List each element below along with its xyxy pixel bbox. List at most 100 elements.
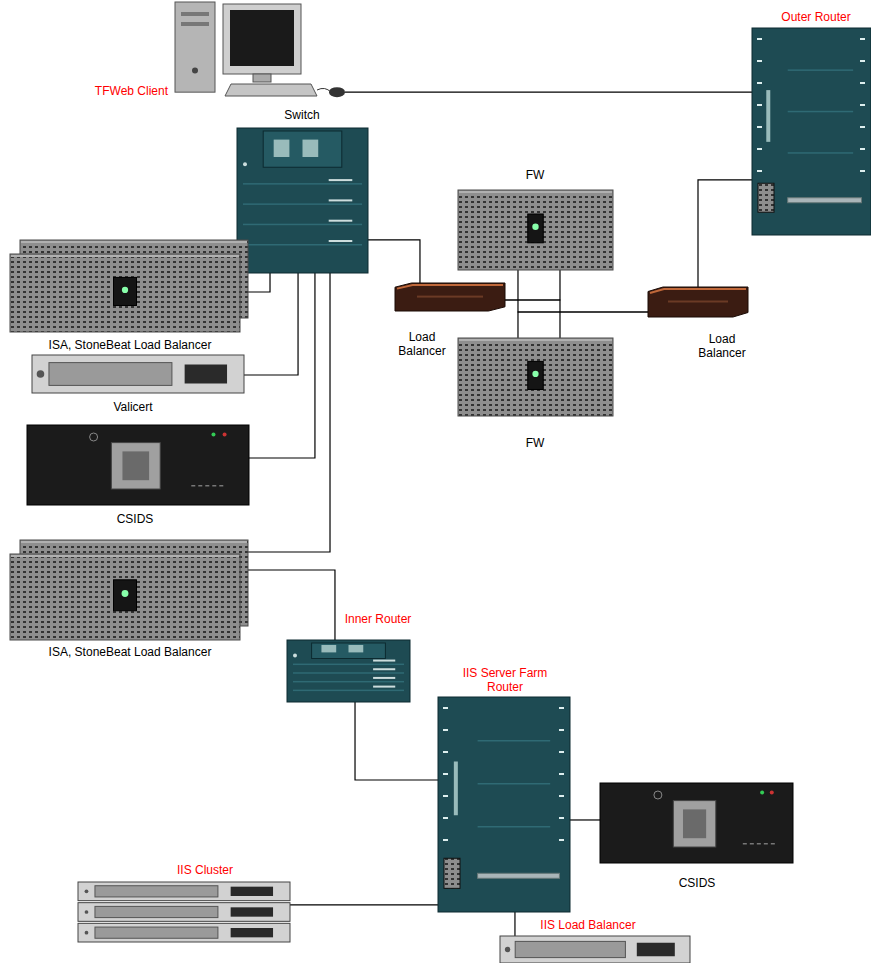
network-device: Valicert [32, 355, 244, 393]
device-part [752, 28, 871, 235]
network-link [518, 312, 648, 338]
device-icon [10, 540, 248, 640]
device-part [673, 801, 715, 847]
device-icon [27, 425, 249, 505]
device-part [500, 936, 690, 963]
network-link [248, 273, 330, 552]
device-part [329, 220, 353, 222]
device-part [122, 451, 149, 480]
device-part [757, 38, 762, 40]
device-label: IIS Load Balancer [540, 918, 635, 932]
network-device: CSIDS [27, 425, 249, 505]
network-link [505, 270, 560, 300]
device-part [263, 131, 342, 167]
device-icon [175, 2, 345, 100]
device-part [122, 287, 128, 293]
device-part [21, 241, 247, 243]
device-label: TFWeb Client [95, 84, 168, 98]
network-device: FW [458, 338, 613, 416]
device-part [293, 664, 404, 666]
network-device: TFWeb Client [175, 2, 345, 100]
device-part [764, 843, 768, 845]
device-part [757, 82, 762, 84]
device-icon [237, 128, 368, 273]
device-label: Load Balancer [693, 332, 751, 360]
network-device: Switch [237, 128, 368, 273]
device-part [788, 198, 862, 203]
device-part [243, 224, 362, 226]
device-part [198, 485, 202, 487]
device-part [243, 183, 362, 185]
device-part [205, 485, 209, 487]
device-part [459, 339, 612, 341]
device-label: Valicert [113, 400, 152, 414]
device-part [321, 645, 336, 652]
network-device: FW [458, 190, 613, 270]
device-label: Inner Router [345, 612, 412, 626]
device-label: ISA, StoneBeat Load Balancer [49, 645, 212, 659]
device-part [11, 555, 239, 557]
network-device: CSIDS [600, 783, 793, 863]
device-part [223, 433, 227, 437]
device-part [478, 740, 551, 742]
network-device: Inner Router [287, 640, 410, 702]
network-link [244, 273, 298, 375]
device-part [443, 773, 448, 775]
device-part [85, 931, 89, 935]
device-part [231, 928, 273, 937]
device-icon [10, 240, 248, 332]
device-part [85, 910, 89, 914]
device-part [114, 580, 137, 611]
device-part [212, 485, 216, 487]
device-part [181, 12, 209, 16]
device-part [395, 283, 505, 311]
device-part [114, 277, 137, 305]
device-part [78, 903, 290, 922]
device-label: FW [526, 436, 545, 450]
network-link [514, 912, 515, 936]
device-part [417, 296, 483, 298]
device-part [860, 170, 865, 172]
device-part [648, 287, 748, 317]
device-part [600, 783, 793, 863]
device-part [95, 886, 218, 897]
device-part [11, 255, 239, 257]
network-link [570, 819, 600, 820]
device-part [230, 10, 294, 66]
device-part [237, 128, 368, 273]
device-part [95, 906, 218, 917]
device-icon [458, 338, 613, 416]
device-part [757, 170, 762, 172]
device-part [78, 882, 290, 901]
device-label: ISA, StoneBeat Load Balancer [49, 338, 212, 352]
device-label: Switch [284, 108, 319, 122]
device-part [860, 126, 865, 128]
device-part [668, 301, 728, 303]
network-link [505, 300, 560, 338]
device-part [225, 84, 317, 96]
device-part [243, 162, 247, 166]
device-icon [287, 640, 410, 702]
device-part [243, 203, 362, 205]
device-part [10, 554, 240, 640]
device-part [122, 590, 129, 597]
device-part [458, 338, 613, 416]
device-part [181, 22, 209, 26]
device-part [532, 224, 538, 230]
device-part [223, 4, 301, 74]
device-part [175, 2, 215, 92]
network-link [355, 702, 438, 780]
device-icon [78, 882, 290, 944]
network-device: IIS Server Farm Router [438, 697, 570, 912]
device-part [788, 111, 853, 113]
device-part [443, 817, 448, 819]
device-part [757, 843, 761, 845]
device-icon [500, 936, 690, 963]
network-device: IIS Load Balancer [500, 936, 690, 963]
device-label: CSIDS [117, 512, 154, 526]
device-part [743, 843, 747, 845]
device-part [293, 690, 404, 692]
device-part [532, 371, 538, 377]
